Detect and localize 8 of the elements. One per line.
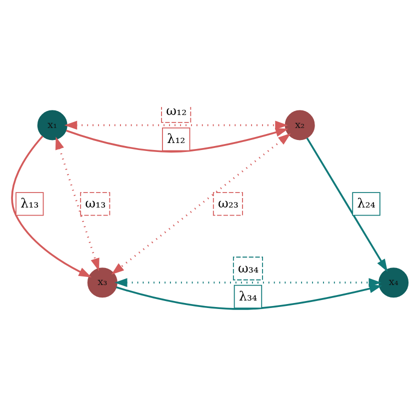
- edge-label: ω₃₄: [238, 261, 259, 276]
- edge-label: λ₂₄: [357, 196, 376, 212]
- edge-label: ω₁₂: [166, 104, 187, 119]
- edge-label: λ₁₃: [20, 196, 39, 212]
- edge-label: λ₃₄: [238, 290, 258, 305]
- edge-label: ω₂₃: [218, 196, 239, 212]
- edge-label: λ₁₂: [167, 132, 186, 148]
- edge-label: ω₁₃: [85, 196, 106, 212]
